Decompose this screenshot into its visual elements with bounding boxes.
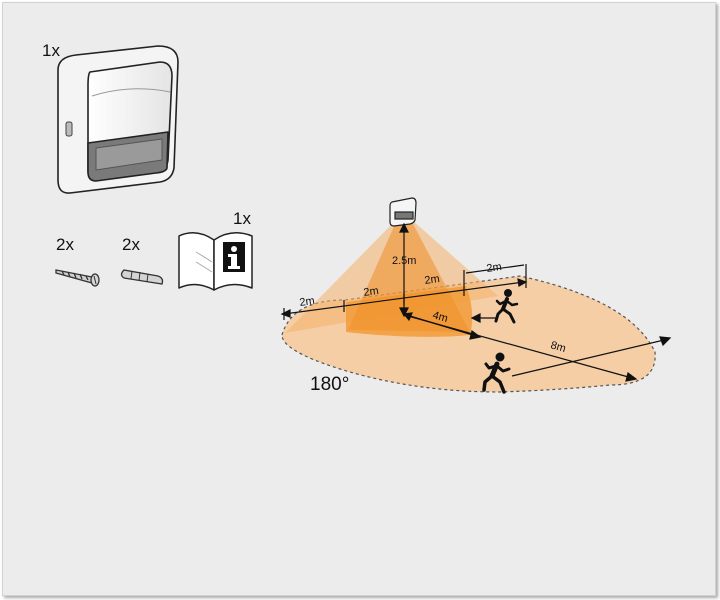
motion-sensor-device [57, 45, 179, 194]
dimension-lines [280, 222, 672, 382]
running-person-icon [482, 352, 511, 394]
walking-person-icon [494, 289, 519, 324]
far-range-label: 8m [549, 339, 567, 355]
wall-anchor-icon [120, 269, 164, 285]
manual-quantity: 1x [233, 209, 251, 228]
anchor-quantity: 2x [122, 235, 140, 254]
right-inner-label: 2m [424, 273, 441, 287]
info-icon [223, 242, 245, 272]
left-outer-label: 2m [299, 295, 316, 309]
mounted-sensor-icon [389, 197, 417, 227]
angle-label: 180° [310, 374, 349, 395]
screw-icon [55, 269, 100, 287]
screw-quantity: 2x [56, 235, 74, 254]
near-range-label: 4m [431, 309, 449, 325]
left-inner-label: 2m [363, 285, 380, 299]
inner-beam [348, 222, 470, 332]
right-outer-label: 2m [486, 261, 503, 275]
height-label: 2.5m [392, 255, 416, 267]
sensor-quantity: 1x [42, 41, 60, 60]
